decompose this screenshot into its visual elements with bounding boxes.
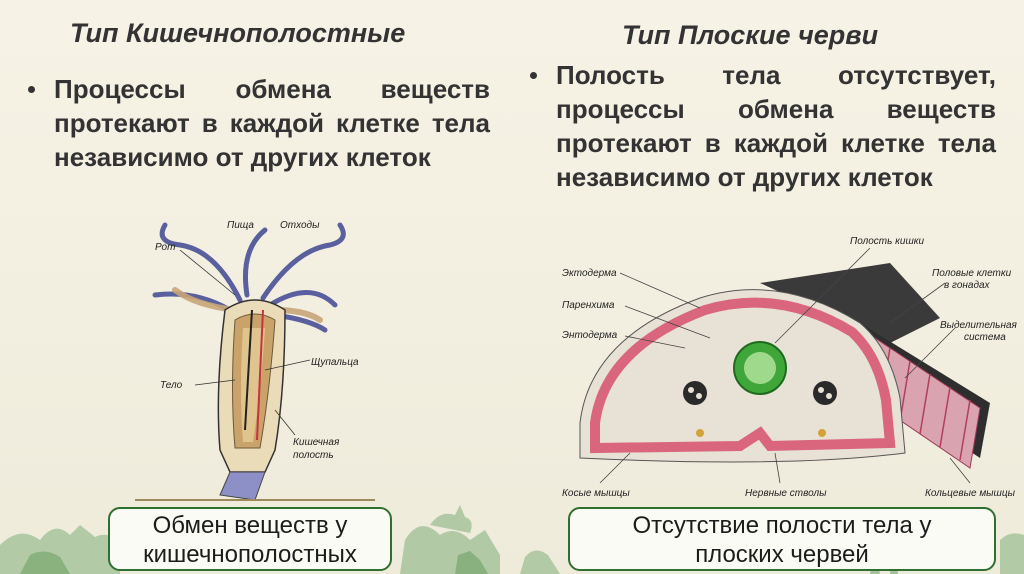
right-caption-line-2: плоских червей bbox=[695, 541, 869, 568]
label-nerve-trunks: Нервные стволы bbox=[745, 488, 827, 499]
label-oblique-muscles: Косые мышцы bbox=[562, 488, 630, 499]
label-waste: Отходы bbox=[280, 220, 320, 231]
left-caption-line-1: Обмен веществ у bbox=[152, 512, 348, 539]
label-tentacles: Щупальца bbox=[311, 357, 359, 368]
left-bullet: Процессы обмена веществ протекают в кажд… bbox=[28, 72, 490, 174]
label-cavity-2: полость bbox=[293, 450, 334, 461]
label-excretory-1: Выделительная bbox=[940, 320, 1018, 331]
label-ectoderm: Эктодерма bbox=[562, 268, 617, 279]
bullet-dot-icon bbox=[28, 86, 35, 93]
label-gonads-2: в гонадах bbox=[944, 280, 991, 291]
right-title: Тип Плоские черви bbox=[622, 20, 879, 50]
label-parenchyma: Паренхима bbox=[562, 300, 615, 311]
label-excretory-2: система bbox=[964, 332, 1006, 343]
left-title: Тип Кишечнополостные bbox=[70, 18, 406, 48]
right-caption: Отсутствие полости тела у плоских червей bbox=[568, 507, 996, 571]
right-caption-line-1: Отсутствие полости тела у bbox=[632, 512, 932, 539]
right-bullet-text: Полость тела отсутствует, процессы обмен… bbox=[556, 60, 996, 192]
right-bullet: Полость тела отсутствует, процессы обмен… bbox=[530, 58, 996, 194]
label-gut-cavity: Полость кишки bbox=[850, 236, 924, 247]
hydra-diagram: Пища Отходы Рот Щупальца Тело Кишечная п… bbox=[135, 220, 375, 501]
left-caption: Обмен веществ у кишечнополостных bbox=[108, 507, 392, 571]
left-bullet-text: Процессы обмена веществ протекают в кажд… bbox=[54, 74, 490, 172]
label-gonads-1: Половые клетки bbox=[932, 268, 1012, 279]
left-caption-line-2: кишечнополостных bbox=[143, 541, 357, 568]
label-mouth: Рот bbox=[155, 242, 175, 253]
label-food: Пища bbox=[227, 220, 254, 231]
label-ring-muscles: Кольцевые мышцы bbox=[925, 488, 1016, 499]
label-body: Тело bbox=[160, 380, 183, 391]
label-entoderm: Энтодерма bbox=[562, 330, 618, 341]
label-cavity-1: Кишечная bbox=[293, 437, 340, 448]
flatworm-cross-section-diagram: Полость кишки Эктодерма Паренхима Энтоде… bbox=[562, 236, 1018, 499]
bullet-dot-icon bbox=[530, 72, 537, 79]
